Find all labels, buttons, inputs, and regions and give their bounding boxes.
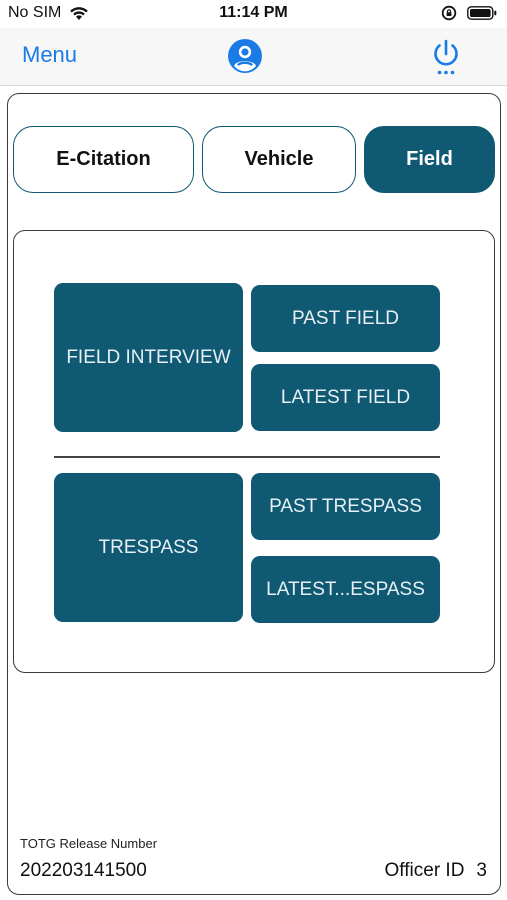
status-time: 11:14 PM xyxy=(219,4,288,21)
latest-trespass-button[interactable]: LATEST...ESPASS xyxy=(251,556,440,623)
latest-field-button[interactable]: LATEST FIELD xyxy=(251,364,440,431)
tab-e-citation[interactable]: E-Citation xyxy=(13,126,194,193)
wifi-icon xyxy=(70,6,89,20)
status-right xyxy=(441,5,497,21)
main-card xyxy=(7,93,501,895)
officer-id-label: Officer ID xyxy=(384,860,465,881)
field-interview-button[interactable]: FIELD INTERVIEW xyxy=(54,283,243,432)
status-left: No SIM xyxy=(8,4,89,22)
carrier-label: No SIM xyxy=(8,4,62,21)
power-icon[interactable] xyxy=(429,36,463,76)
tab-vehicle[interactable]: Vehicle xyxy=(202,126,356,193)
past-trespass-button[interactable]: PAST TRESPASS xyxy=(251,473,440,540)
officer-id-value: 3 xyxy=(476,860,487,881)
trespass-button[interactable]: TRESPASS xyxy=(54,473,243,622)
rotation-lock-icon xyxy=(441,5,457,21)
profile-icon[interactable] xyxy=(227,38,263,74)
menu-button[interactable]: Menu xyxy=(22,42,78,67)
nav-bar: Menu xyxy=(0,28,507,86)
officer-id: Officer ID 3 xyxy=(385,860,487,882)
field-actions-panel xyxy=(13,230,495,673)
tab-field[interactable]: Field xyxy=(364,126,495,193)
release-number-value: 202203141500 xyxy=(20,860,147,881)
section-divider xyxy=(54,456,440,458)
past-field-button[interactable]: PAST FIELD xyxy=(251,285,440,352)
battery-icon xyxy=(467,6,497,20)
release-number-label: TOTG Release Number xyxy=(20,836,158,851)
status-bar: No SIM 11:14 PM xyxy=(0,0,507,28)
